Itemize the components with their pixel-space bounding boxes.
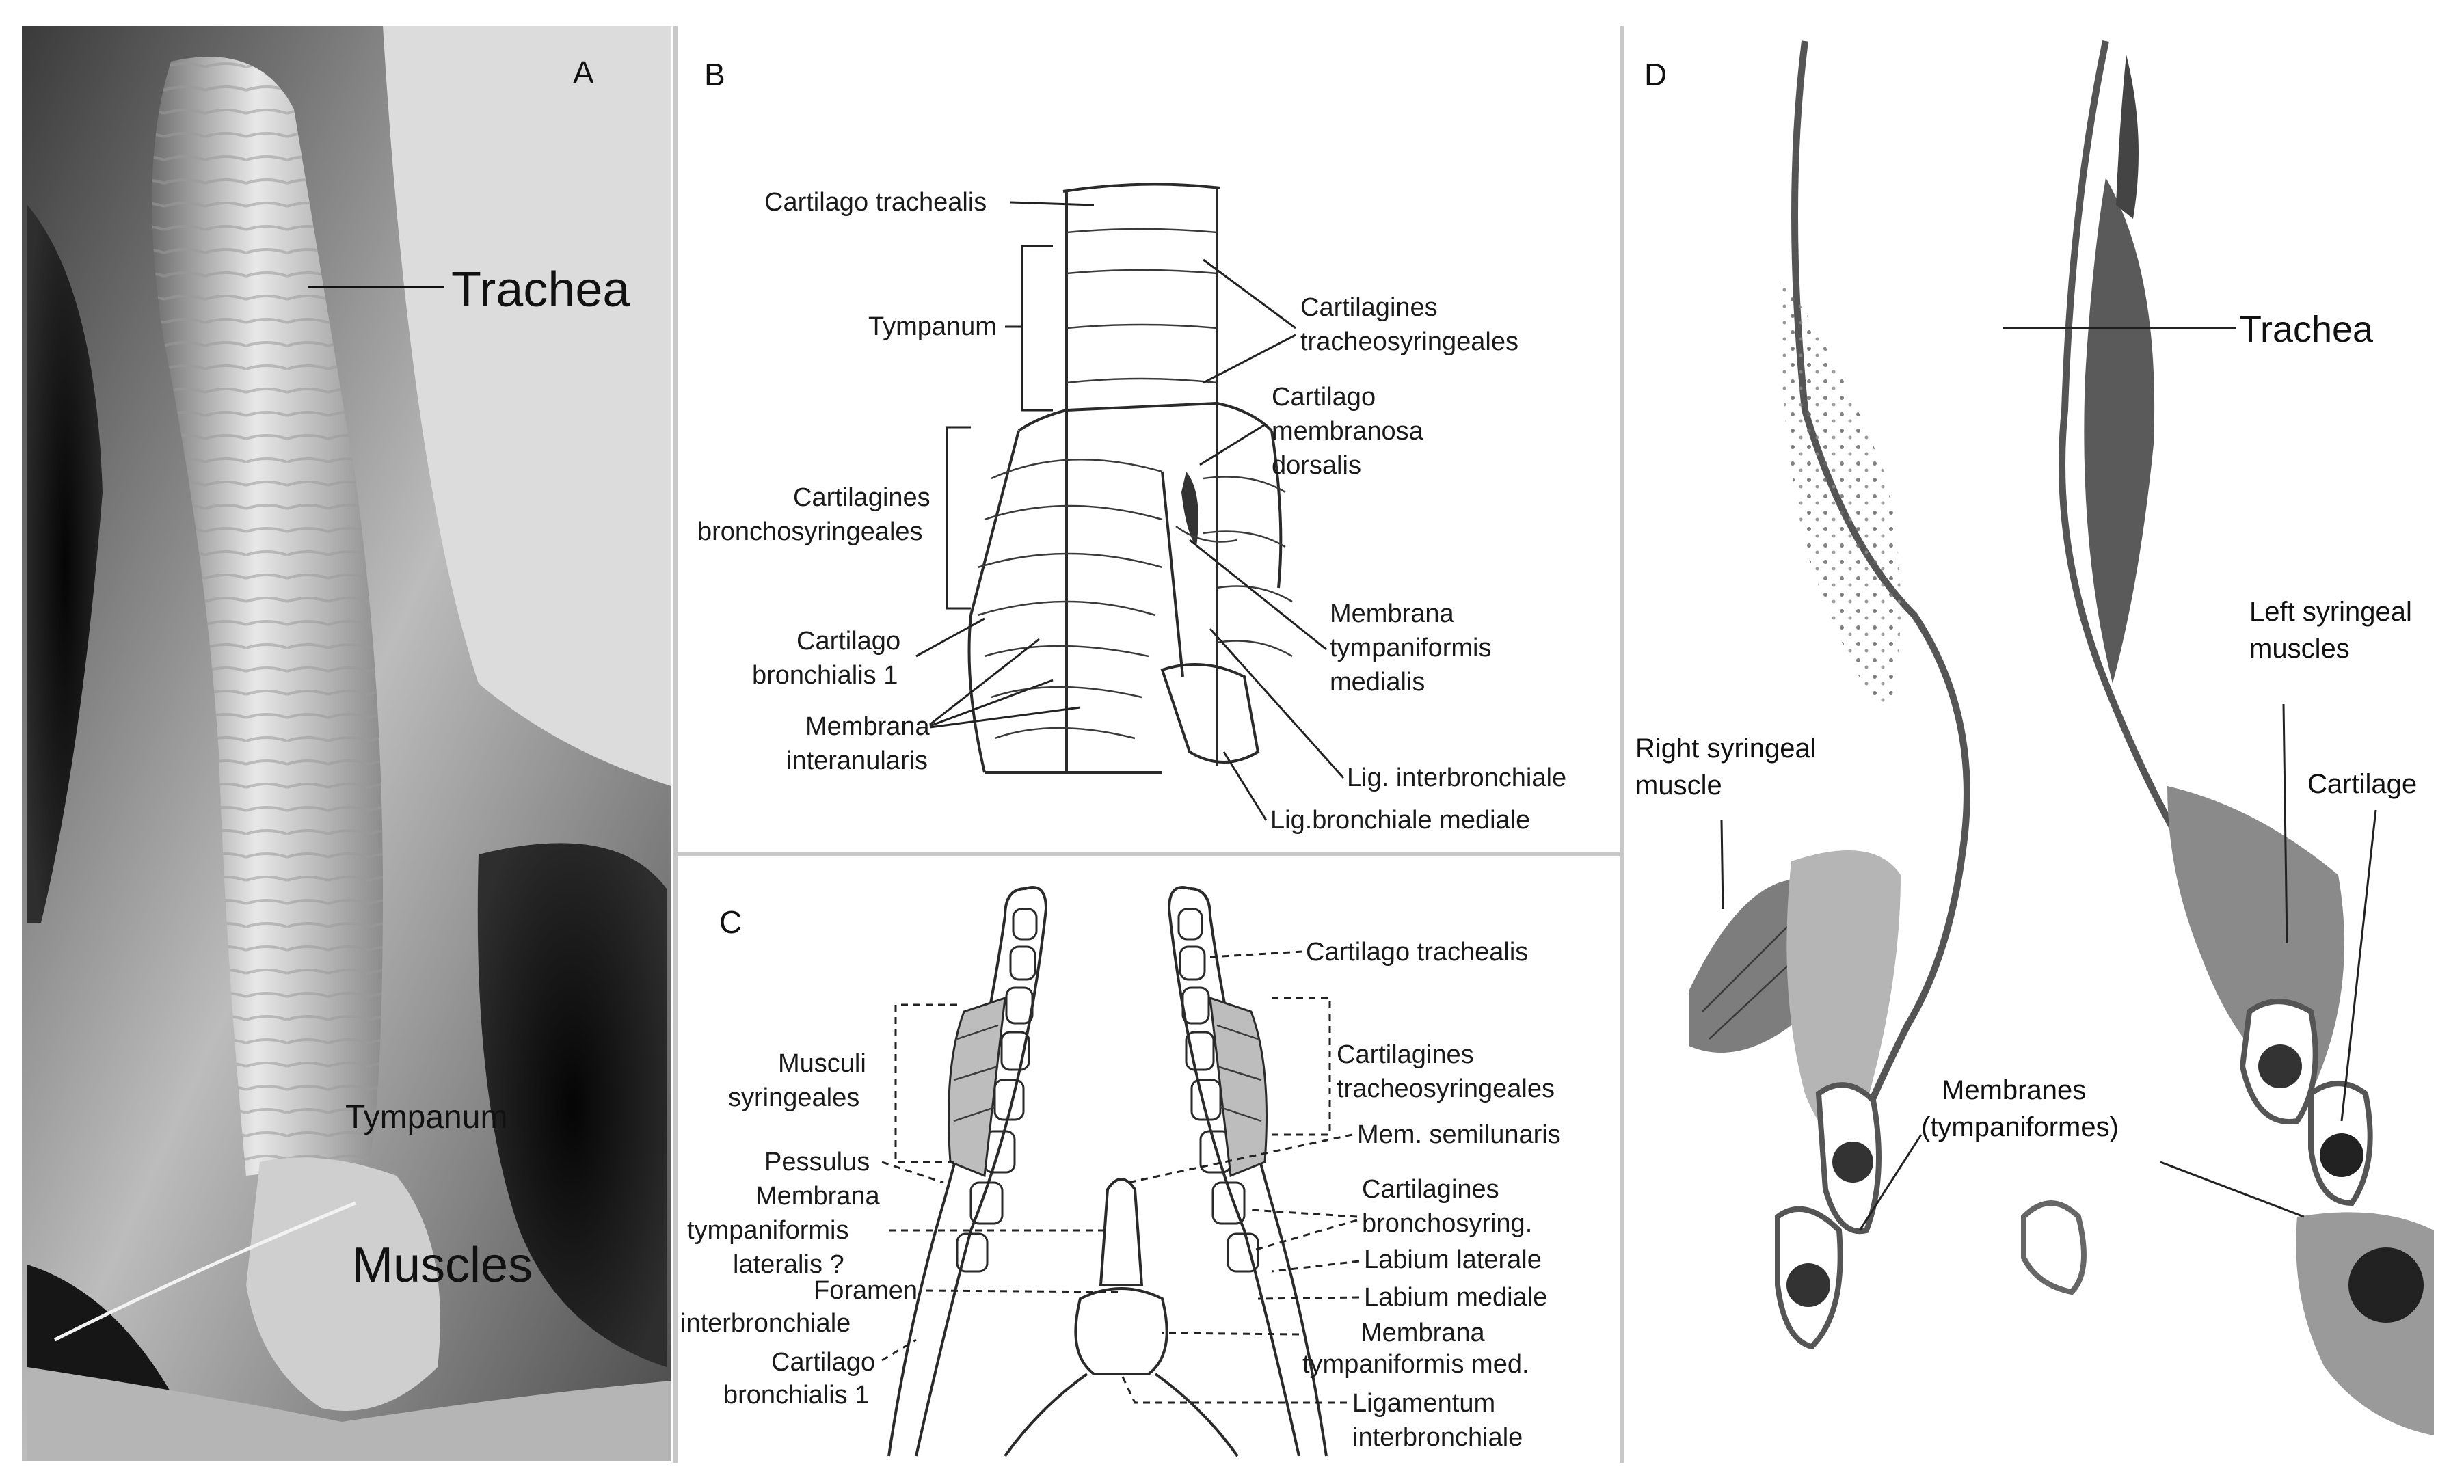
- panel-b-label-lig-bronchiale-mediale: Lig.bronchiale mediale: [1270, 806, 1530, 835]
- panel-c-label-musculi-2: syringeales: [728, 1083, 859, 1112]
- panel-c-label-cartilagines-bronchosyring-1: Cartilagines: [1362, 1175, 1499, 1204]
- panel-c-label-membrana-tymp-med-1: Membrana: [1361, 1319, 1485, 1347]
- panel-c-label-foramen-1: Foramen: [814, 1276, 918, 1305]
- panel-a-dark-cavity-left: [27, 205, 103, 923]
- panel-a-bottom-tissue: [27, 1367, 671, 1461]
- panel-c-label-mem-semilunaris: Mem. semilunaris: [1357, 1120, 1561, 1149]
- panel-b-background: [680, 26, 1619, 852]
- panel-a-right-tissue: [383, 26, 671, 786]
- panel-b-label-membrana-interanularis-2: interanularis: [786, 746, 928, 775]
- panel-d-left-wall: [1791, 40, 1970, 1163]
- panel-b-label-cartilago-trachealis: Cartilago trachealis: [764, 188, 987, 217]
- panel-c: C: [680, 859, 1619, 1463]
- panel-c-label-membrana-tymp-lat-2: tympaniformis: [687, 1216, 849, 1245]
- panel-d-label-trachea: Trachea: [2239, 309, 2374, 350]
- panel-d-label-right-syringeal-2: muscle: [1635, 770, 1722, 800]
- panel-c-label-ligamentum-2: interbronchiale: [1352, 1423, 1523, 1452]
- panel-b-label-tympanum: Tympanum: [868, 312, 997, 341]
- panel-d-bottom-right-core: [2348, 1247, 2424, 1323]
- panel-c-label-pessulus: Pessulus: [764, 1148, 870, 1176]
- panel-a-letter: A: [573, 55, 594, 90]
- panel-b-label-cartilago-membranosa-2: membranosa: [1272, 417, 1424, 446]
- panel-c-label-cartilagines-tracheo-1: Cartilagines: [1337, 1040, 1474, 1069]
- panel-a-dark-cavity-right: [477, 843, 667, 1367]
- panel-c-label-membrana-tymp-lat-3: lateralis ?: [733, 1250, 844, 1279]
- panel-d-label-left-syringeal-1: Left syringeal: [2249, 597, 2412, 627]
- panel-c-label-cartilagines-tracheo-2: tracheosyringeales: [1337, 1075, 1555, 1103]
- panel-d-label-membranes-1: Membranes: [1942, 1075, 2086, 1105]
- panel-d-label-left-syringeal-2: muscles: [2249, 634, 2350, 664]
- panel-c-label-foramen-2: interbronchiale: [680, 1309, 851, 1338]
- panel-d-cartilage-core-2: [1786, 1263, 1830, 1307]
- panel-d-label-membranes-2: (tympaniformes): [1921, 1112, 2119, 1142]
- panel-a-muscle-mass: [246, 1157, 440, 1411]
- panel-d-left-tissue-mass: [1778, 273, 1901, 718]
- panel-c-label-cartilagines-bronchosyring-2: bronchosyring.: [1362, 1209, 1532, 1238]
- panel-a-label-muscles: Muscles: [352, 1238, 533, 1293]
- panel-a-thread: [53, 1201, 356, 1342]
- panel-b-label-cartilagines-tracheo-1: Cartilagines: [1300, 293, 1438, 322]
- panel-c-label-labium-mediale: Labium mediale: [1364, 1283, 1547, 1312]
- panel-c-label-labium-laterale: Labium laterale: [1364, 1245, 1542, 1274]
- panel-d-tissue: [1689, 40, 2434, 1435]
- panel-b-label-membrana-tymp-medialis-1: Membrana: [1330, 599, 1454, 628]
- panel-c-label-cartilago-bronchialis-1: Cartilago: [771, 1348, 875, 1377]
- panel-d-label-cartilage: Cartilage: [2307, 769, 2417, 799]
- panel-a-trachea-rings: [152, 57, 383, 1176]
- panel-b-label-cartilagines-broncho-2: bronchosyringeales: [697, 517, 923, 546]
- panel-c-label-membrana-tymp-med-2: tympaniformis med.: [1302, 1350, 1529, 1379]
- panel-a-label-trachea: Trachea: [451, 262, 630, 317]
- panel-d-label-right-syringeal-1: Right syringeal: [1635, 733, 1817, 764]
- panel-b-label-membrana-interanularis-1: Membrana: [805, 712, 930, 741]
- panel-b-label-cartilagines-tracheo-2: tracheosyringeales: [1300, 327, 1518, 356]
- panel-b-letter: B: [704, 57, 725, 92]
- panel-b-syrinx-drawing: [967, 183, 1293, 774]
- panel-b-label-cartilago-membranosa-1: Cartilago: [1272, 383, 1376, 412]
- panel-b-label-membrana-tymp-medialis-3: medialis: [1330, 668, 1425, 697]
- panel-d-center-fragment: [2021, 1200, 2087, 1295]
- panel-b-label-cartilago-bronchialis-2: bronchialis 1: [752, 661, 898, 690]
- panel-b-label-cartilago-bronchialis-1: Cartilago: [796, 627, 900, 656]
- panel-b-label-lig-interbronchiale: Lig. interbronchiale: [1347, 764, 1566, 792]
- panel-c-label-membrana-tymp-lat-1: Membrana: [755, 1182, 880, 1211]
- panel-d-cartilage-core-4: [2320, 1133, 2363, 1177]
- panel-b: B: [680, 26, 1619, 852]
- panel-c-label-cartilago-bronchialis-2: bronchialis 1: [723, 1381, 869, 1409]
- panel-b-dark-membrane: [1181, 472, 1198, 547]
- panel-d-right-muscle-dark: [2084, 178, 2155, 684]
- panel-d-cartilage-core-3: [2258, 1044, 2302, 1088]
- panel-a: A Trachea Tympanum Muscles: [22, 26, 671, 1461]
- panel-a-label-tympanum: Tympanum: [345, 1099, 507, 1135]
- panel-c-label-cartilago-trachealis: Cartilago trachealis: [1306, 938, 1528, 967]
- panel-c-label-musculi-1: Musculi: [778, 1049, 866, 1078]
- panel-b-label-membrana-tymp-medialis-2: tympaniformis: [1330, 634, 1492, 662]
- panel-c-background: [680, 859, 1619, 1463]
- panel-b-label-cartilagines-broncho-1: Cartilagines: [793, 483, 930, 512]
- panel-d-right-tissue: [1786, 850, 1901, 1139]
- panel-d-cartilage-core-1: [1832, 1142, 1873, 1183]
- panel-d-right-muscle-band: [2116, 55, 2139, 219]
- panel-c-label-ligamentum-1: Ligamentum: [1352, 1389, 1495, 1418]
- panel-c-letter: C: [719, 904, 742, 940]
- panel-d: D Trachea Left syringeal: [1626, 26, 2443, 1463]
- panel-c-section-drawing: [887, 886, 1328, 1457]
- panel-d-letter: D: [1644, 57, 1667, 92]
- panel-b-label-cartilago-membranosa-3: dorsalis: [1272, 451, 1361, 480]
